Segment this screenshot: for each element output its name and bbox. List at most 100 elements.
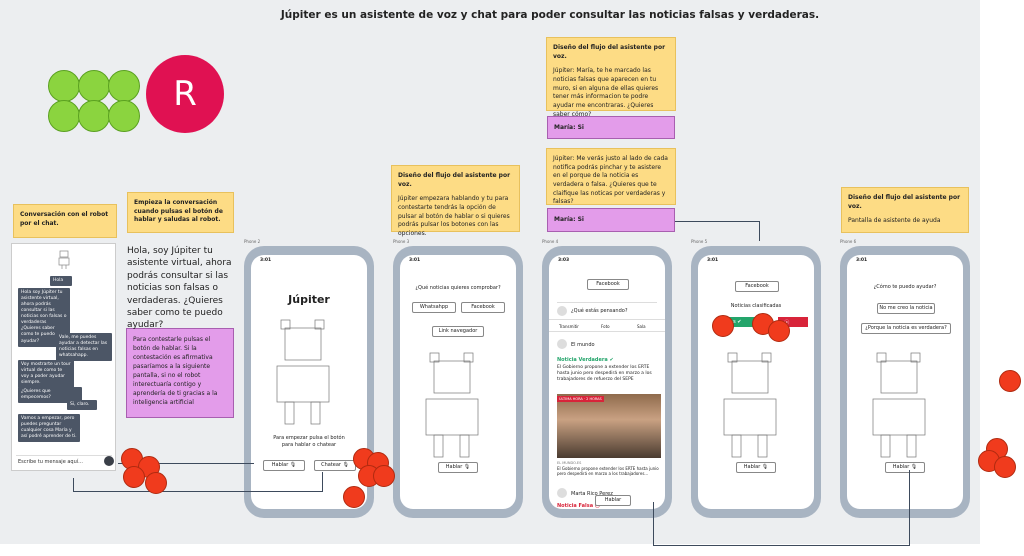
status-time: 3:01 — [856, 258, 868, 263]
intro-text: Hola, soy Júpiter tu asistente virtual, … — [127, 246, 232, 331]
status-time: 3:01 — [409, 258, 421, 263]
news-image: ÚLTIMA HORA · 2 HORAS — [557, 394, 661, 458]
phone-screen: 3:01 Facebook Noticias clasificadas as ✔… — [698, 255, 814, 509]
vote-dot — [999, 370, 1021, 392]
phone-5: 3:01 ¿Cómo te puedo ayudar? No me creo l… — [840, 246, 970, 518]
true-badge[interactable]: Noticia Verdadera ✔ — [557, 357, 614, 363]
note-maria-yes-1: María: Si — [547, 116, 675, 139]
robot-illustration — [425, 352, 479, 458]
phone-notch — [727, 246, 771, 253]
image-tag: ÚLTIMA HORA · 2 HORAS — [557, 396, 604, 402]
talk-button[interactable]: Hablar — [595, 495, 631, 506]
phone-screen: 3:01 Júpiter Para empezar pulsa el botón… — [251, 255, 367, 509]
chat-input[interactable]: Escribe tu mensaje aquí... — [16, 455, 112, 467]
phone-notch — [429, 246, 473, 253]
tab-transmit[interactable]: Transmitir — [559, 324, 579, 329]
mic-icon: 🎙 — [910, 464, 918, 470]
chat-bubble-bot: Voy mostrarte un tour virtual de como te… — [18, 360, 74, 389]
image-caption: El Gobierno propone extender los ERTE ha… — [557, 466, 659, 477]
option-why-true[interactable]: ¿Porque la noticia es verdadera? — [861, 323, 951, 334]
vote-dot — [145, 472, 167, 494]
note-maria-yes-2: María: Si — [547, 208, 675, 232]
chat-bubble-user: Si, claro. — [67, 400, 97, 411]
phone-label: Phone 6 — [840, 239, 857, 244]
phone-notch — [578, 246, 622, 253]
robot-illustration — [872, 352, 926, 458]
chat-bubble-user: Hola — [50, 276, 72, 287]
status-time: 3:03 — [558, 258, 570, 263]
logo-dot — [48, 70, 80, 102]
talk-button[interactable]: Hablar 🎙 — [885, 462, 925, 473]
sticky-flow-phone3: Diseño del flujo del asistente por voz. … — [391, 165, 520, 237]
phone-label: Phone 5 — [691, 239, 708, 244]
vote-dot — [373, 465, 395, 487]
tab-room[interactable]: Sala — [637, 324, 646, 329]
phone-label: Phone 4 — [542, 239, 559, 244]
connector-line — [909, 470, 910, 546]
logo-r-circle: R — [146, 55, 224, 133]
chat-button[interactable]: Chatear 🎙 — [314, 460, 356, 471]
chat-bubble-bot: Vamos a empezar, pero puedes preguntar c… — [18, 414, 80, 443]
chat-bubble-user: Vale, me puedes ayudar a detectar las no… — [56, 333, 112, 362]
robot-illustration — [723, 352, 777, 458]
phone-2: 3:01 ¿Qué noticias quieres comprobar? Wh… — [393, 246, 523, 518]
logo-dot — [78, 70, 110, 102]
talk-button[interactable]: Hablar 🎙 — [438, 462, 478, 473]
option-whatsapp[interactable]: Whatsahpp — [412, 302, 456, 313]
note-explain: Para contestarle pulsas el botón de habl… — [126, 328, 234, 418]
avatar — [557, 306, 567, 316]
connector-line — [675, 221, 760, 222]
talk-button[interactable]: Hablar 🎙 — [736, 462, 776, 473]
chat-bubble-bot: Hola soy Júpiter tu asistente virtual, a… — [18, 288, 70, 347]
post-composer[interactable]: ¿Qué estás pensando? — [557, 302, 657, 316]
facebook-button[interactable]: Facebook — [587, 279, 629, 290]
logo-dot — [78, 100, 110, 132]
vote-dot — [712, 315, 734, 337]
connector-line — [118, 463, 254, 464]
vote-dot — [768, 320, 790, 342]
classified-label: Noticias clasificadas — [730, 303, 782, 309]
chat-window: Hola Hola soy Júpiter tu asistente virtu… — [11, 243, 116, 471]
phone-1: 3:01 Júpiter Para empezar pulsa el botón… — [244, 246, 374, 518]
connector-line — [73, 478, 74, 491]
logo-dot — [108, 100, 140, 132]
vote-dot — [994, 456, 1016, 478]
send-icon[interactable] — [104, 456, 114, 466]
chat-bubble-bot: ¿Quieres que empecemos? — [18, 387, 82, 404]
phone-4: 3:01 Facebook Noticias clasificadas as ✔… — [691, 246, 821, 518]
tab-photo[interactable]: Foto — [601, 324, 610, 329]
logo-dot — [108, 70, 140, 102]
vote-dot — [123, 466, 145, 488]
phone-3: 3:03 Facebook ¿Qué estás pensando? Trans… — [542, 246, 672, 518]
false-badge[interactable]: Noticia Falsa ⓧ — [557, 503, 600, 509]
phone-screen: 3:03 Facebook ¿Qué estás pensando? Trans… — [549, 255, 665, 509]
post-author: Marta Rico Perez — [571, 491, 613, 497]
logo-dot — [48, 100, 80, 132]
phone-notch — [280, 246, 324, 253]
news-text: El Gobierno propone a extender los ERTE … — [557, 365, 652, 383]
sticky-start: Empieza la conversación cuando pulsas el… — [127, 192, 234, 233]
option-dont-believe[interactable]: No me creo la noticia — [877, 303, 935, 314]
question-text: ¿Qué noticias quieres comprobar? — [415, 285, 501, 291]
connector-line — [653, 545, 910, 546]
connector-line — [759, 221, 760, 241]
robot-illustration — [276, 319, 330, 425]
hint-text: Para empezar pulsa el botón para hablar … — [273, 435, 345, 448]
phone-screen: 3:01 ¿Qué noticias quieres comprobar? Wh… — [400, 255, 516, 509]
composer-placeholder: ¿Qué estás pensando? — [571, 308, 628, 314]
talk-button[interactable]: Hablar 🎙 — [263, 460, 305, 471]
status-time: 3:01 — [707, 258, 719, 263]
option-link[interactable]: Link navegador — [432, 326, 484, 337]
connector-line — [653, 502, 654, 546]
status-time: 3:01 — [260, 258, 272, 263]
facebook-button[interactable]: Facebook — [735, 281, 779, 292]
mic-icon: 🎙 — [463, 464, 471, 470]
composer-tabs: Transmitir Foto Sala — [549, 319, 665, 332]
vote-dot — [343, 486, 365, 508]
connector-line — [322, 472, 323, 492]
image-source: EL MUNDO.ES — [557, 461, 582, 465]
option-facebook[interactable]: Facebook — [461, 302, 505, 313]
mic-icon: 🎙 — [761, 464, 769, 470]
app-name: Júpiter — [288, 293, 330, 306]
avatar — [557, 339, 567, 349]
